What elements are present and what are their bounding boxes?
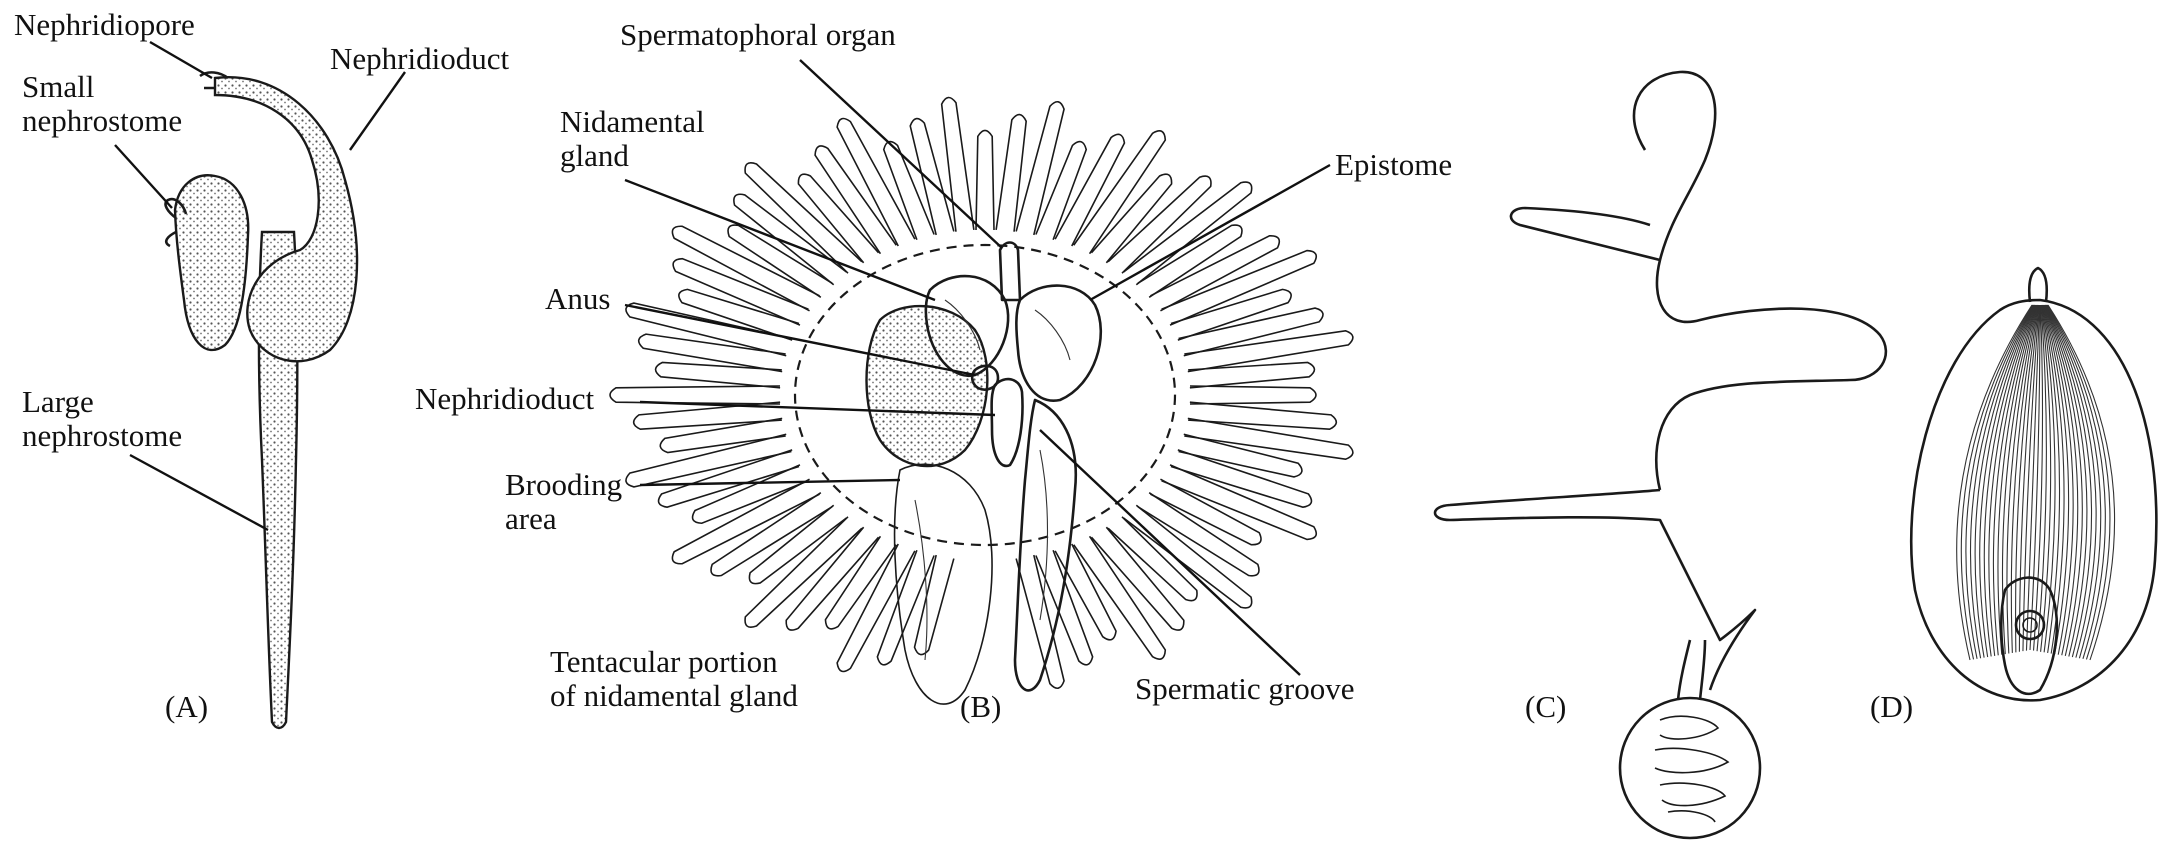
tentacle (1108, 517, 1197, 601)
panel-b-drawing (610, 97, 1353, 704)
tentacle (1162, 251, 1317, 326)
oval-d-stripes (1957, 305, 2115, 660)
tentacle (976, 130, 994, 230)
tentacle (798, 174, 878, 263)
tentacular-nidamental-shape (895, 464, 992, 704)
label-nephridioduct-b: Nephridioduct (415, 382, 594, 416)
oval-stripe (1966, 305, 2033, 659)
tentacle (884, 142, 934, 240)
tentacle (728, 225, 832, 297)
nephridioduct-b-shape (992, 379, 1023, 466)
spermatophoral-organ-shape (1000, 243, 1020, 301)
tentacle (1124, 505, 1252, 608)
oval-stripe (1993, 305, 2035, 655)
label-panel-b: (B) (960, 690, 1001, 724)
tentacle (1188, 402, 1336, 429)
label-spermatic-groove: Spermatic groove (1135, 672, 1355, 706)
tentacle (1055, 134, 1124, 246)
tentacle (1091, 174, 1171, 263)
label-anus: Anus (545, 282, 610, 316)
tentacle (1138, 225, 1242, 297)
label-large-nephrostome: Large nephrostome (22, 385, 182, 453)
tentacle (659, 450, 800, 507)
label-epistome: Epistome (1335, 148, 1452, 182)
larva-c-upper-loop (1634, 72, 1886, 490)
tentacle (942, 97, 974, 231)
label-nephridioduct-a: Nephridioduct (330, 42, 509, 76)
label-tentacular-portion: Tentacular portion of nidamental gland (550, 645, 798, 713)
oval-stripe (1984, 305, 2035, 656)
tentacle (837, 118, 915, 246)
label-panel-c: (C) (1525, 690, 1566, 724)
small-nephrostome-shape (175, 175, 248, 350)
tentacle (711, 493, 832, 576)
tentacle (745, 163, 862, 273)
tentacle (996, 115, 1026, 232)
tentacle (1138, 493, 1259, 576)
leader-brooding-area (640, 480, 900, 485)
label-spermatophoral-organ: Spermatophoral organ (620, 18, 896, 52)
tentacle (672, 226, 819, 311)
oval-d-tip (2029, 268, 2046, 302)
tentacle (679, 289, 799, 340)
panel-a-drawing (166, 72, 357, 728)
label-panel-d: (D) (1870, 690, 1913, 724)
leader-small-nephrostome (115, 145, 172, 208)
larva-c-bulb-coils (1655, 716, 1728, 822)
tentacle (910, 119, 954, 235)
tentacle (1190, 386, 1316, 404)
tentacle (1036, 142, 1086, 240)
leader-nephridioduct-a (350, 72, 405, 150)
leader-spermatophoral-organ (800, 60, 1002, 248)
larva-c-arms (1435, 208, 1755, 690)
tentacle (1074, 131, 1166, 254)
tentacle (610, 386, 780, 404)
tentacle (1188, 362, 1314, 387)
tentacle (1150, 236, 1279, 311)
tentacle (1171, 450, 1312, 507)
tentacle (1108, 176, 1211, 273)
tentacle (749, 505, 846, 583)
leader-large-nephrostome (130, 455, 268, 530)
tentacle (745, 517, 862, 627)
oval-stripe (2043, 305, 2068, 654)
leader-epistome (1090, 165, 1330, 300)
panel-c-drawing (1435, 72, 1886, 838)
tentacle (1091, 527, 1183, 630)
tentacle (734, 194, 847, 284)
label-nidamental-gland: Nidamental gland (560, 105, 705, 173)
tentacle (656, 362, 782, 387)
panel-d-drawing (1911, 268, 2156, 700)
label-small-nephrostome: Small nephrostome (22, 70, 182, 138)
tentacle (1016, 102, 1064, 235)
tentacle (915, 555, 954, 655)
epistome-lobe-right (1016, 286, 1100, 401)
tentacle (837, 544, 915, 672)
label-panel-a: (A) (165, 690, 208, 724)
leader-nidamental-gland (625, 180, 935, 300)
label-nephridiopore: Nephridiopore (14, 8, 195, 42)
larva-c-bulb (1620, 698, 1760, 838)
tentacle (786, 527, 878, 630)
spermatic-groove-shape (1015, 400, 1076, 690)
label-brooding-area: Brooding area (505, 468, 622, 536)
larva-c-stalk (1678, 640, 1705, 700)
